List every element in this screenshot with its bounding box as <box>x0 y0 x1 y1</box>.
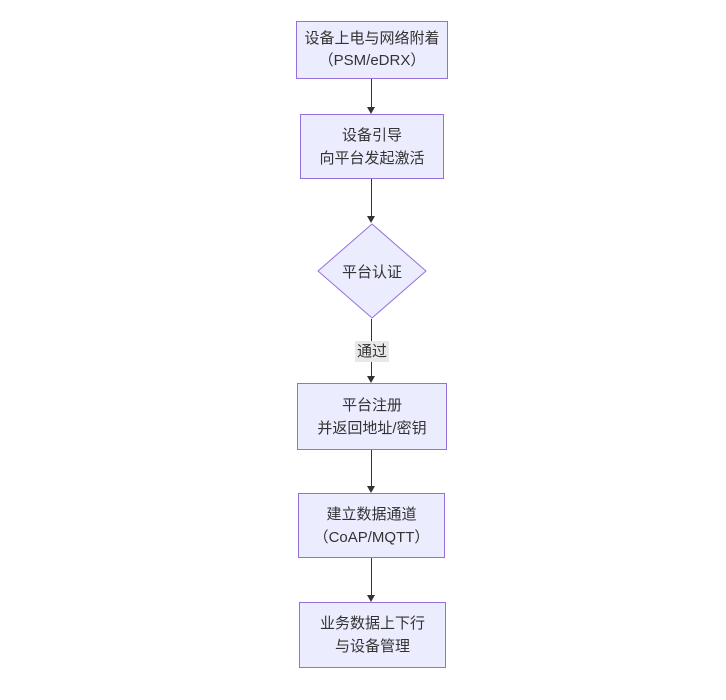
flow-node-establish-data-channel: 建立数据通道 （CoAP/MQTT） <box>298 493 445 558</box>
node-text-line: （CoAP/MQTT） <box>313 528 430 546</box>
flow-node-business-data-device-mgmt: 业务数据上下行 与设备管理 <box>299 602 446 668</box>
flow-node-platform-register: 平台注册 并返回地址/密钥 <box>297 383 447 450</box>
decision-diamond-shape <box>317 223 427 319</box>
flow-arrow-1 <box>367 79 375 114</box>
edge-label-pass: 通过 <box>354 341 390 362</box>
flow-node-power-on-network-attach: 设备上电与网络附着 （PSM/eDRX） <box>296 21 448 79</box>
flow-arrow-5 <box>367 558 375 602</box>
flow-node-device-bootstrap-activate: 设备引导 向平台发起激活 <box>300 114 444 179</box>
flow-arrow-4 <box>367 450 375 493</box>
flow-arrow-2 <box>367 179 375 223</box>
decision-diamond <box>317 223 427 319</box>
node-text-line: 设备上电与网络附着 <box>304 30 440 47</box>
node-text-line: （PSM/eDRX） <box>318 52 426 69</box>
node-text-line: 设备引导 <box>341 126 402 144</box>
node-text-line: 业务数据上下行 <box>319 615 425 632</box>
node-text-line: 建立数据通道 <box>326 505 417 523</box>
node-text-line: 平台认证 <box>341 263 402 281</box>
node-text-line: 平台注册 <box>341 396 402 414</box>
node-text-line: 并返回地址/密钥 <box>317 419 427 437</box>
node-text-line: 向平台发起激活 <box>319 149 425 167</box>
flow-decision-platform-auth: 平台认证 <box>317 223 427 319</box>
node-text-line: 与设备管理 <box>334 638 410 655</box>
